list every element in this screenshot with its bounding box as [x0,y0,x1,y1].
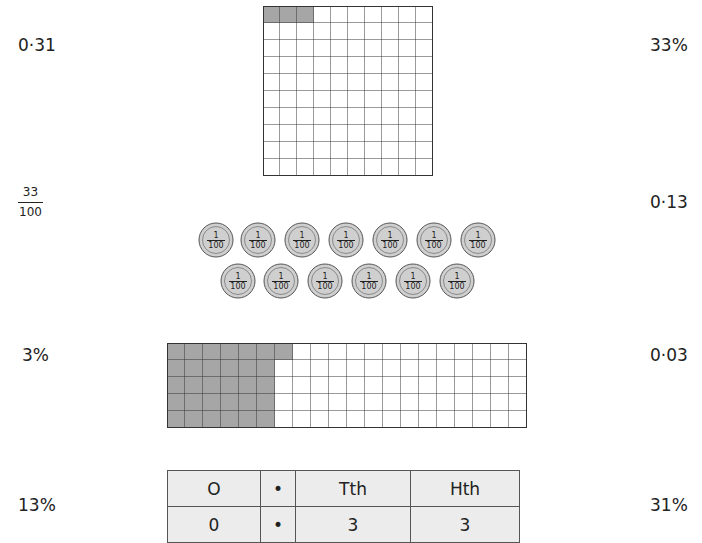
fraction-denominator: 100 [425,240,442,250]
fraction-denominator: 100 [360,281,377,291]
fraction-denominator: 100 [249,240,266,250]
percent-label: 31% [650,497,688,514]
coin-fraction: 1100 [439,263,475,299]
fraction-denominator: 100 [272,281,289,291]
coin: 1100 [198,222,234,258]
table-cell-text: Hth [450,479,480,499]
hundred-strip [167,343,527,428]
coin-fraction: 1100 [460,222,496,258]
fraction-denominator: 100 [293,240,310,250]
table-cell-text: • [273,515,283,535]
fraction-numerator: 1 [213,231,218,240]
decimal-label: 0·03 [650,347,688,364]
fraction-numerator: 33 [23,186,38,198]
place-value-cell: Tth [295,470,411,507]
fraction-numerator: 1 [278,272,283,281]
coin: 1100 [263,263,299,299]
fraction-numerator: 1 [410,272,415,281]
percent-label: 33% [650,37,688,54]
coin: 1100 [220,263,256,299]
percent-label: 13% [18,497,56,514]
decimal-label: 0·31 [18,37,56,54]
fraction-numerator: 1 [343,231,348,240]
coin-fraction: 1100 [328,222,364,258]
coin-fraction: 1100 [263,263,299,299]
hundred-square [263,6,433,176]
coin-fraction: 1100 [416,222,452,258]
coin: 1100 [284,222,320,258]
table-cell-text: Tth [339,479,367,499]
coin: 1100 [307,263,343,299]
fraction-numerator: 1 [431,231,436,240]
fraction-numerator: 1 [387,231,392,240]
coin-fraction: 1100 [284,222,320,258]
coin: 1100 [240,222,276,258]
coin-fraction: 1100 [351,263,387,299]
fraction-numerator: 1 [255,231,260,240]
fraction-denominator: 100 [469,240,486,250]
fraction-denominator: 100 [207,240,224,250]
percent-label: 3% [22,347,49,364]
table-cell-text: O [207,479,220,499]
table-cell-text: 0 [209,515,220,535]
coin-fraction: 1100 [372,222,408,258]
coin-fraction: 1100 [220,263,256,299]
fraction-denominator: 100 [316,281,333,291]
fraction-numerator: 1 [454,272,459,281]
fraction-denominator: 100 [448,281,465,291]
coin: 1100 [460,222,496,258]
coin-fraction: 1100 [307,263,343,299]
table-cell-text: 3 [348,515,359,535]
coin-fraction: 1100 [198,222,234,258]
fraction-denominator: 100 [337,240,354,250]
coin: 1100 [351,263,387,299]
coin: 1100 [439,263,475,299]
table-cell-text: 3 [460,515,471,535]
fraction-numerator: 1 [366,272,371,281]
place-value-cell: Hth [410,470,520,507]
fraction-denominator: 100 [381,240,398,250]
table-cell-text: • [273,479,283,499]
coin-fraction: 1100 [395,263,431,299]
fraction-denominator: 100 [19,206,42,218]
coin: 1100 [328,222,364,258]
place-value-cell: 0 [167,506,261,543]
place-value-cell: • [260,506,296,543]
fraction-denominator: 100 [404,281,421,291]
fraction-bar [18,202,43,203]
decimal-label: 0·13 [650,194,688,211]
place-value-cell: O [167,470,261,507]
place-value-cell: • [260,470,296,507]
coin: 1100 [416,222,452,258]
fraction-numerator: 1 [322,272,327,281]
coin: 1100 [395,263,431,299]
fraction-numerator: 1 [235,272,240,281]
place-value-cell: 3 [295,506,411,543]
coin: 1100 [372,222,408,258]
fraction-denominator: 100 [229,281,246,291]
coin-fraction: 1100 [240,222,276,258]
place-value-cell: 3 [410,506,520,543]
fraction-numerator: 1 [475,231,480,240]
fraction-numerator: 1 [299,231,304,240]
